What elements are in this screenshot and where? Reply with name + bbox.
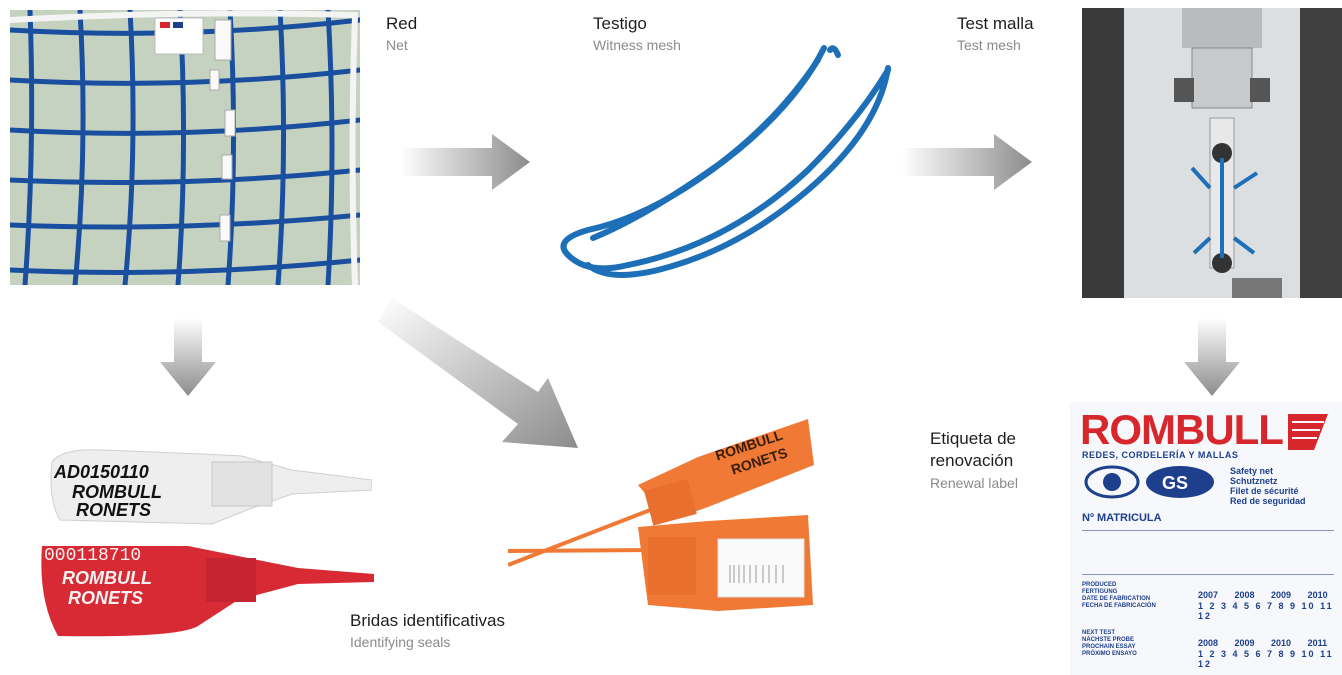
red-seal-code: 000118710: [44, 546, 142, 566]
renewal-subtitle: Renewal label: [930, 475, 1018, 491]
orange-seals: ROMBULL RONETS: [508, 415, 820, 615]
produced-caption-2: FERTIGUNG: [1082, 589, 1118, 595]
renewal-title-line1: Etiqueta de: [930, 429, 1017, 448]
red-seal-line1: ROMBULL: [62, 568, 152, 588]
arrow-right-icon: [400, 134, 530, 190]
label-divider: [1082, 530, 1334, 531]
witness-title: Testigo: [593, 14, 647, 33]
label-lang-4: Red de seguridad: [1230, 496, 1306, 506]
label-lang-3: Filet de sécurité: [1230, 486, 1299, 496]
arrow-down-icon: [1184, 318, 1240, 396]
seals-title: Bridas identificativas: [350, 611, 505, 630]
next-months: 1 2 3 4 5 6 7 8 9 10 11 12: [1198, 649, 1334, 669]
arrow-diagonal-icon: [378, 298, 578, 448]
label-matricula: Nº MATRICULA: [1082, 512, 1162, 524]
white-seal-line2: RONETS: [76, 500, 152, 520]
white-seal: AD0150110 ROMBULL RONETS: [42, 440, 372, 530]
produced-years: 2007 2008 2009 2010: [1198, 590, 1328, 600]
net-photo: [10, 10, 360, 285]
certification-logos-icon: GS: [1084, 465, 1214, 499]
witness-mesh-image: [560, 45, 891, 278]
label-subtitle: REDES, CORDELERÍA Y MALLAS: [1082, 450, 1239, 460]
next-caption-1: NEXT TEST: [1082, 630, 1116, 636]
next-caption-4: PRÓXIMO ENSAYO: [1082, 651, 1137, 657]
next-caption-2: NÄCHSTE PROBE: [1082, 637, 1135, 643]
label-lang-2: Schutznetz: [1230, 476, 1278, 486]
brand-logo-icon: [1288, 414, 1328, 450]
label-divider: [1082, 574, 1334, 575]
test-machine-photo: [1082, 8, 1342, 298]
svg-text:GS: GS: [1162, 473, 1188, 493]
red-seal-line2: RONETS: [68, 588, 144, 608]
label-lang-1: Safety net: [1230, 466, 1274, 476]
arrow-down-icon: [160, 318, 216, 396]
renewal-title-line2: renovación: [930, 451, 1014, 470]
next-caption-3: PROCHAIN ESSAY: [1082, 644, 1136, 650]
produced-caption-4: FECHA DE FABRICACIÓN: [1082, 603, 1156, 609]
next-years: 2008 2009 2010 2011: [1198, 638, 1328, 648]
net-subtitle: Net: [386, 37, 408, 53]
label-brand: ROMBULL: [1080, 406, 1284, 453]
produced-caption-1: PRODUCED: [1082, 582, 1117, 588]
white-seal-code: AD0150110: [54, 462, 149, 482]
white-seal-line1: ROMBULL: [72, 482, 162, 502]
net-title: Red: [386, 14, 418, 33]
red-seal: 000118710 ROMBULL RONETS: [38, 540, 374, 640]
produced-caption-3: DATE DE FABRICATION: [1082, 596, 1151, 602]
test-title: Test malla: [957, 14, 1034, 33]
produced-months: 1 2 3 4 5 6 7 8 9 10 11 12: [1198, 601, 1334, 621]
arrow-right-icon: [902, 134, 1032, 190]
seals-subtitle: Identifying seals: [350, 634, 451, 650]
renewal-label-image: ROMBULL REDES, CORDELERÍA Y MALLAS GS Sa…: [1070, 402, 1342, 675]
test-subtitle: Test mesh: [957, 37, 1021, 53]
witness-subtitle: Witness mesh: [593, 37, 681, 53]
